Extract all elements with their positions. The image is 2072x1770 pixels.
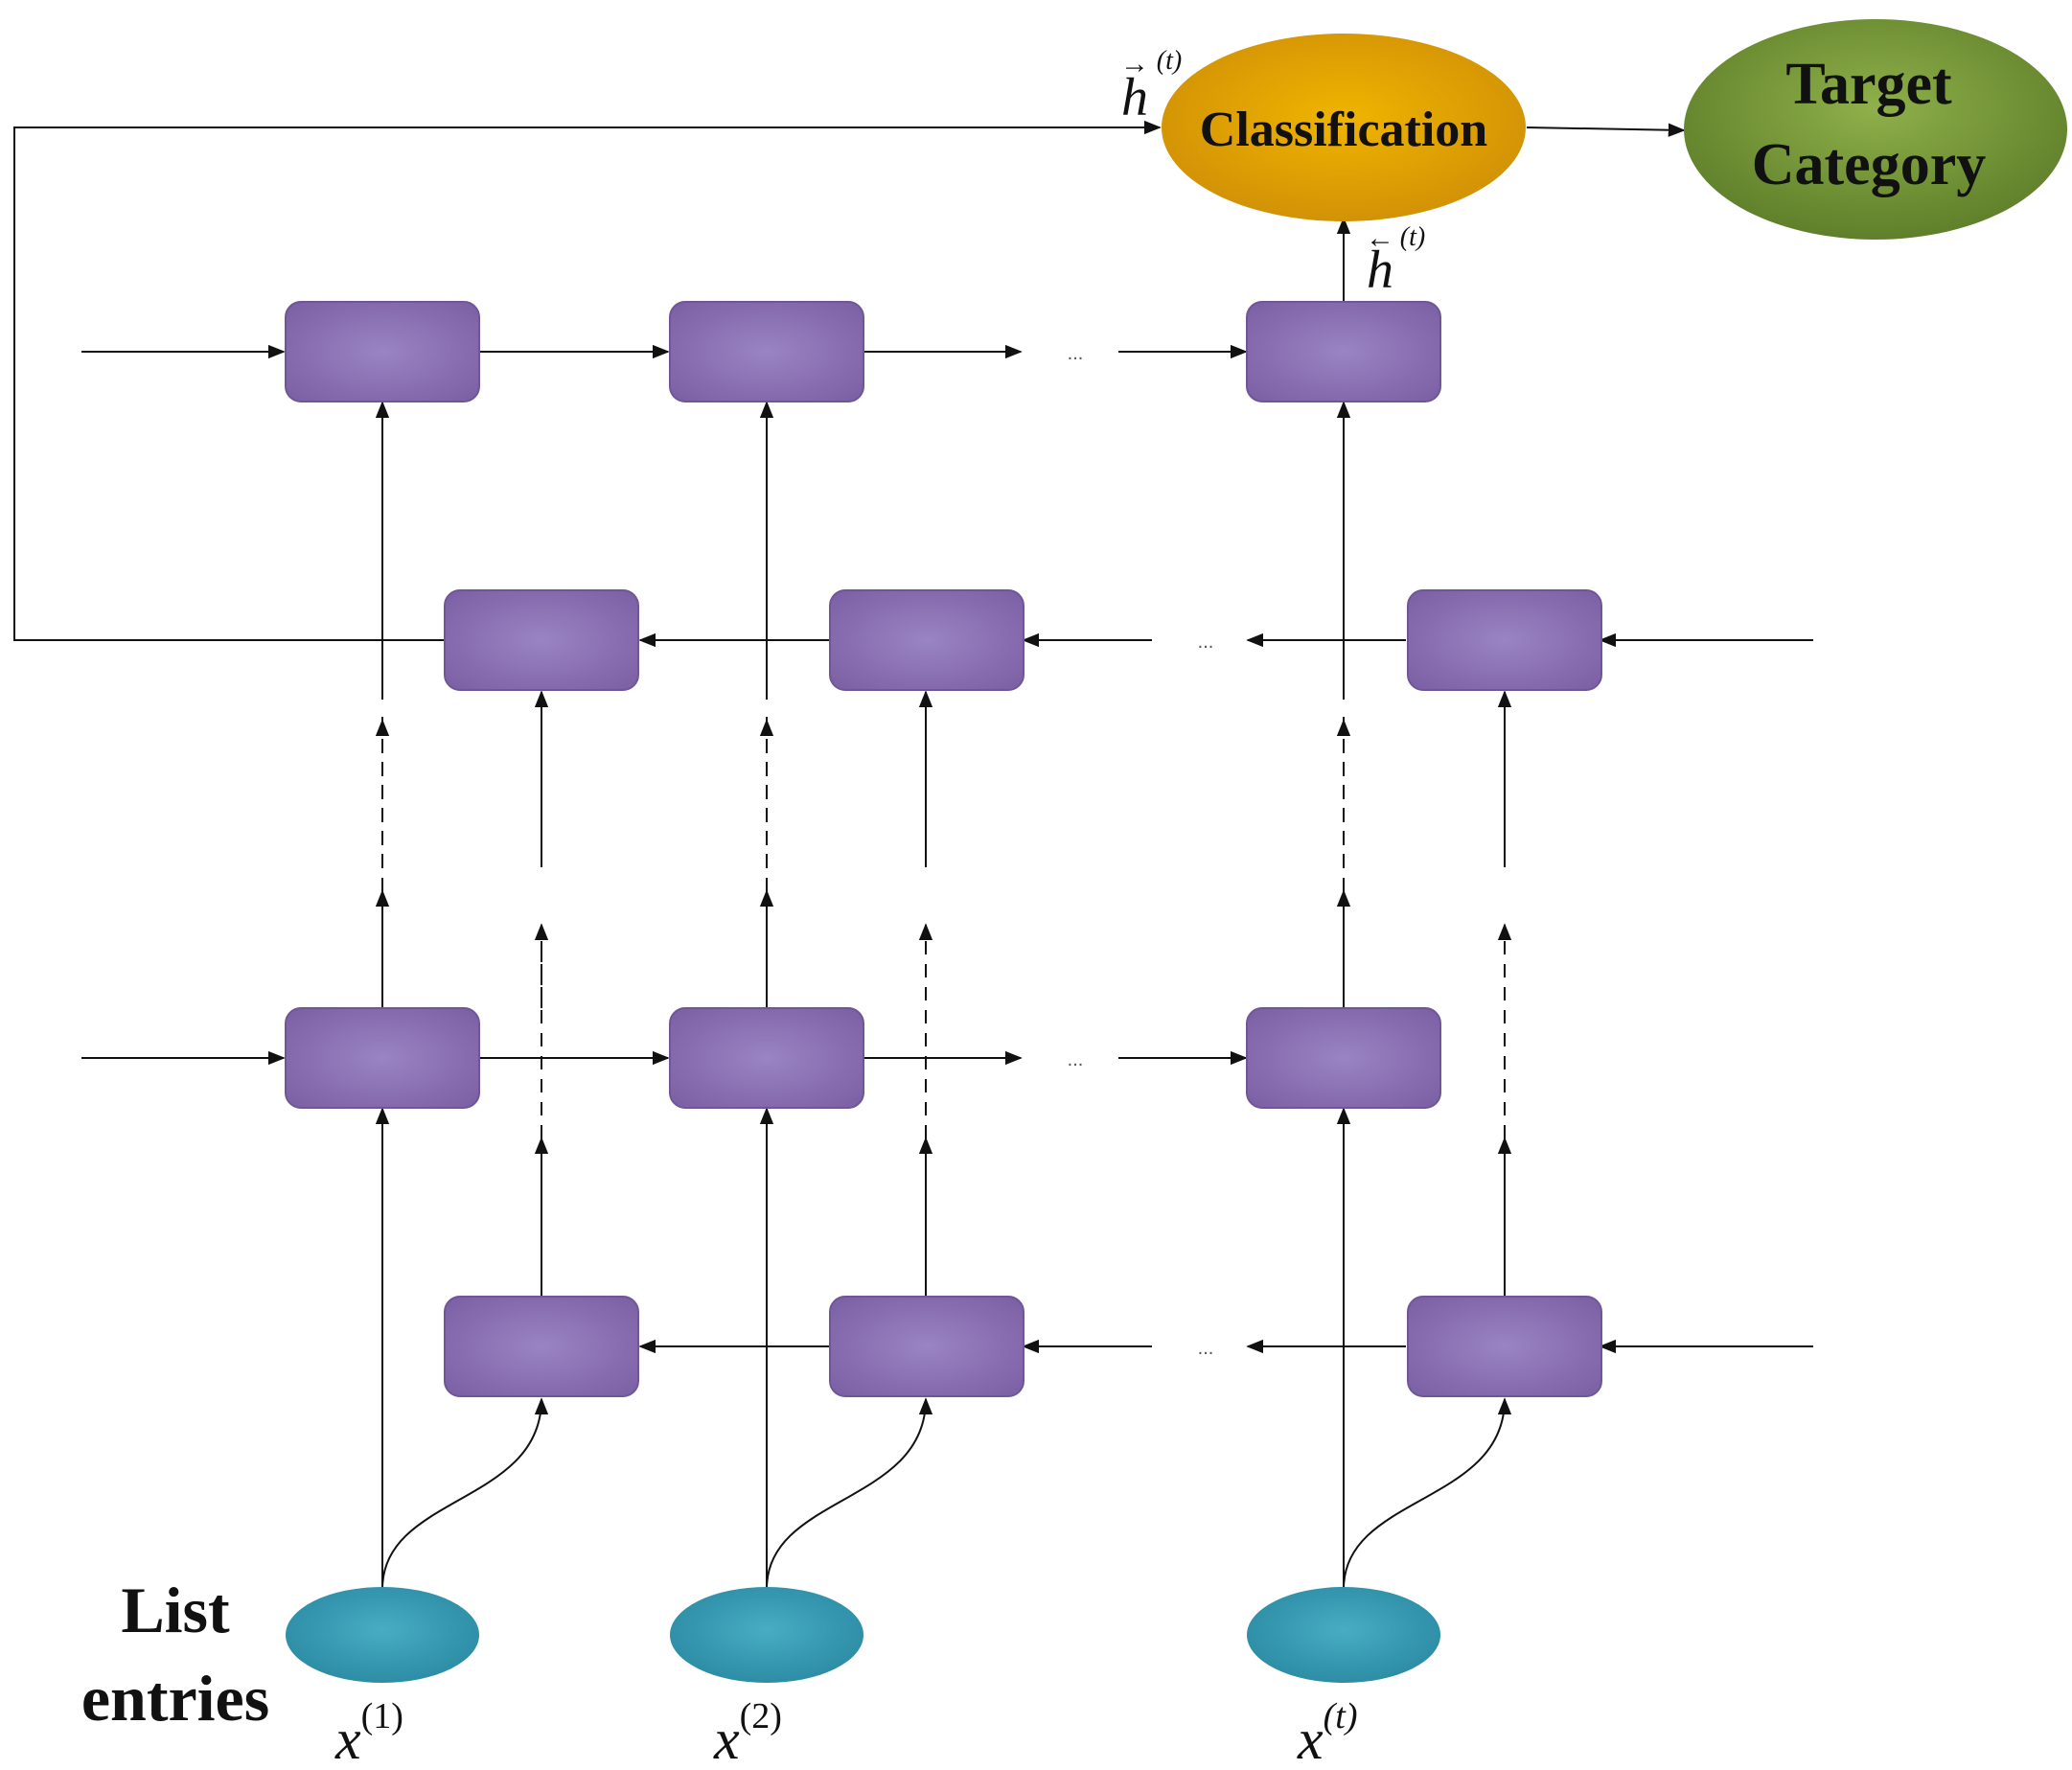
input-label-t: x(t) xyxy=(1297,1696,1358,1770)
ellipsis-backward-bottom: ... xyxy=(1198,1338,1214,1359)
target-category-node: Target Category xyxy=(1684,19,2067,240)
input-label-1: x(1) xyxy=(334,1696,403,1770)
h-forward-arrow: → xyxy=(1120,48,1149,80)
h-forward-symbol: h xyxy=(1121,68,1148,127)
input-labels: x(1) x(2) x(t) xyxy=(334,1696,1358,1770)
input-node-t xyxy=(1247,1587,1440,1683)
h-backward-superscript: (t) xyxy=(1400,222,1425,252)
classification-node: Classification xyxy=(1162,34,1526,221)
list-entries-line2: entries xyxy=(81,1662,269,1735)
target-category-line1: Target xyxy=(1785,52,1952,117)
forward-cell-bottom-t xyxy=(1246,1007,1441,1109)
input-label-2: x(2) xyxy=(713,1696,782,1770)
input-nodes xyxy=(286,1587,1440,1683)
backward-cell-bottom-t xyxy=(1407,1296,1602,1397)
list-entries-line1: List xyxy=(121,1574,230,1646)
forward-cell-bottom-1 xyxy=(285,1007,480,1109)
forward-top-layer xyxy=(285,301,1441,402)
h-backward-arrow: ← xyxy=(1366,222,1394,254)
backward-cell-top-2 xyxy=(829,589,1024,691)
backward-hidden-state-label: ← h (t) xyxy=(1366,222,1425,300)
backward-cell-bottom-2 xyxy=(829,1296,1024,1397)
backward-cell-top-1 xyxy=(444,589,639,691)
ellipsis-backward-top: ... xyxy=(1198,632,1214,653)
input-node-2 xyxy=(670,1587,863,1683)
forward-hidden-state-label: → h (t) xyxy=(1120,46,1182,127)
input-node-1 xyxy=(286,1587,479,1683)
connectors xyxy=(13,120,1813,1590)
forward-cell-top-t xyxy=(1246,301,1441,402)
classification-label: Classification xyxy=(1200,103,1488,157)
h-forward-superscript: (t) xyxy=(1157,46,1182,76)
backward-cell-bottom-1 xyxy=(444,1296,639,1397)
classification-ellipse xyxy=(1162,34,1526,221)
forward-cell-top-2 xyxy=(669,301,864,402)
forward-bottom-layer xyxy=(285,1007,1441,1109)
ellipsis-forward-top: ... xyxy=(1068,343,1084,364)
backward-top-layer xyxy=(444,589,1602,691)
target-category-line2: Category xyxy=(1752,132,1986,197)
dashed-connectors xyxy=(375,709,1512,1138)
backward-bottom-layer xyxy=(444,1296,1602,1397)
ellipsis-markers: ... ... ... ... xyxy=(1068,343,1214,1359)
ellipsis-forward-bottom: ... xyxy=(1068,1049,1084,1070)
forward-cell-top-1 xyxy=(285,301,480,402)
h-backward-symbol: h xyxy=(1367,241,1393,300)
backward-cell-top-t xyxy=(1407,589,1602,691)
target-category-ellipse xyxy=(1684,19,2067,240)
forward-cell-bottom-2 xyxy=(669,1007,864,1109)
list-entries-label: List entries xyxy=(81,1574,269,1735)
